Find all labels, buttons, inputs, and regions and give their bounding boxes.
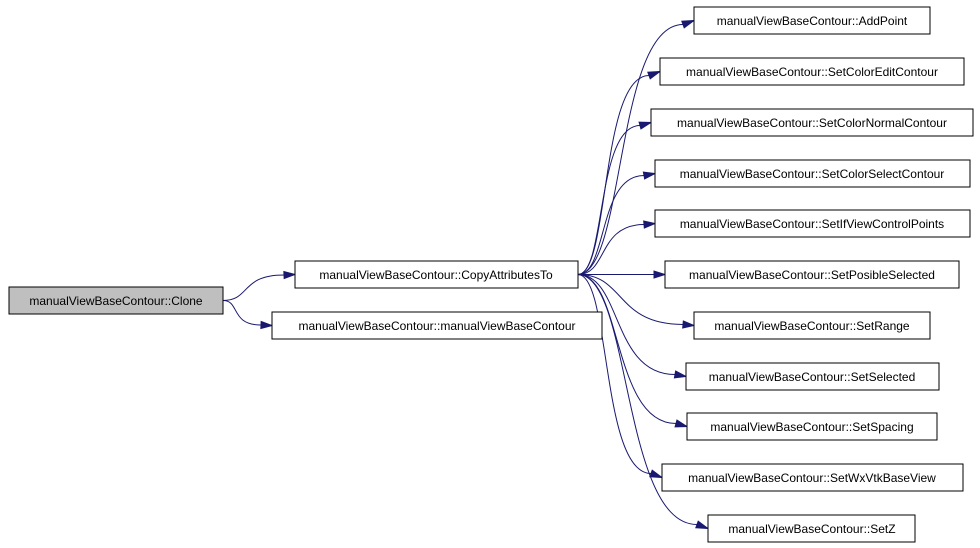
edges — [222, 19, 710, 530]
edge-clone-to-constructor — [222, 300, 274, 330]
edge-copy-attributes-to-to-set-if-view-control-points — [577, 220, 657, 275]
node-set-z-box — [707, 514, 916, 543]
edge-copy-attributes-to-to-set-color-normal-contour — [577, 121, 653, 275]
node-constructor-label: manualViewBaseContour::manualViewBaseCon… — [298, 319, 575, 333]
node-set-color-select-contour-box — [654, 159, 971, 188]
node-set-range-box — [693, 311, 931, 340]
node-set-color-select-contour-label: manualViewBaseContour::SetColorSelectCon… — [680, 167, 945, 181]
node-add-point-label: manualViewBaseContour::AddPoint — [717, 14, 908, 28]
node-set-selected-label: manualViewBaseContour::SetSelected — [709, 370, 916, 384]
node-set-color-edit-contour[interactable]: manualViewBaseContour::SetColorEditConto… — [659, 57, 965, 86]
node-set-spacing-label: manualViewBaseContour::SetSpacing — [710, 420, 913, 434]
node-set-wx-vtk-base-view-box — [661, 463, 964, 492]
node-set-spacing[interactable]: manualViewBaseContour::SetSpacing — [686, 412, 938, 441]
edge-copy-attributes-to-to-set-selected — [577, 274, 688, 379]
node-set-color-normal-contour[interactable]: manualViewBaseContour::SetColorNormalCon… — [650, 108, 974, 137]
node-clone-box — [8, 286, 224, 315]
node-set-selected[interactable]: manualViewBaseContour::SetSelected — [685, 362, 940, 391]
node-set-wx-vtk-base-view[interactable]: manualViewBaseContour::SetWxVtkBaseView — [661, 463, 964, 492]
node-set-if-view-control-points-label: manualViewBaseContour::SetIfViewControlP… — [680, 217, 944, 231]
node-set-posible-selected[interactable]: manualViewBaseContour::SetPosibleSelecte… — [664, 260, 960, 289]
node-set-color-edit-contour-label: manualViewBaseContour::SetColorEditConto… — [686, 65, 938, 79]
node-add-point-box — [693, 6, 931, 35]
node-set-range-label: manualViewBaseContour::SetRange — [714, 319, 910, 333]
node-copy-attributes-to[interactable]: manualViewBaseContour::CopyAttributesTo — [294, 260, 579, 289]
node-set-z-label: manualViewBaseContour::SetZ — [728, 522, 895, 536]
node-set-color-normal-contour-box — [650, 108, 974, 137]
node-set-color-select-contour[interactable]: manualViewBaseContour::SetColorSelectCon… — [654, 159, 971, 188]
edge-clone-to-copy-attributes-to — [222, 270, 297, 301]
node-set-color-normal-contour-label: manualViewBaseContour::SetColorNormalCon… — [677, 116, 947, 130]
node-clone[interactable]: manualViewBaseContour::Clone — [8, 286, 224, 315]
edge-copy-attributes-to-to-set-color-select-contour — [577, 171, 657, 275]
edge-copy-attributes-to-to-set-range — [577, 274, 696, 329]
edge-copy-attributes-to-to-add-point — [577, 19, 696, 275]
node-set-posible-selected-label: manualViewBaseContour::SetPosibleSelecte… — [689, 268, 935, 282]
edge-copy-attributes-to-to-set-wx-vtk-base-view — [577, 274, 664, 479]
node-set-color-edit-contour-box — [659, 57, 965, 86]
node-constructor-box — [271, 311, 603, 340]
edge-copy-attributes-to-to-set-z — [577, 274, 710, 530]
node-copy-attributes-to-box — [294, 260, 579, 289]
node-set-z[interactable]: manualViewBaseContour::SetZ — [707, 514, 916, 543]
node-clone-label: manualViewBaseContour::Clone — [29, 294, 203, 308]
node-set-range[interactable]: manualViewBaseContour::SetRange — [693, 311, 931, 340]
node-set-wx-vtk-base-view-label: manualViewBaseContour::SetWxVtkBaseView — [688, 471, 936, 485]
node-set-posible-selected-box — [664, 260, 960, 289]
node-set-spacing-box — [686, 412, 938, 441]
node-set-if-view-control-points-box — [654, 209, 971, 238]
node-copy-attributes-to-label: manualViewBaseContour::CopyAttributesTo — [319, 268, 553, 282]
node-set-selected-box — [685, 362, 940, 391]
edge-copy-attributes-to-to-set-posible-selected — [578, 270, 667, 279]
node-add-point[interactable]: manualViewBaseContour::AddPoint — [693, 6, 931, 35]
node-set-if-view-control-points[interactable]: manualViewBaseContour::SetIfViewControlP… — [654, 209, 971, 238]
node-constructor[interactable]: manualViewBaseContour::manualViewBaseCon… — [271, 311, 603, 340]
